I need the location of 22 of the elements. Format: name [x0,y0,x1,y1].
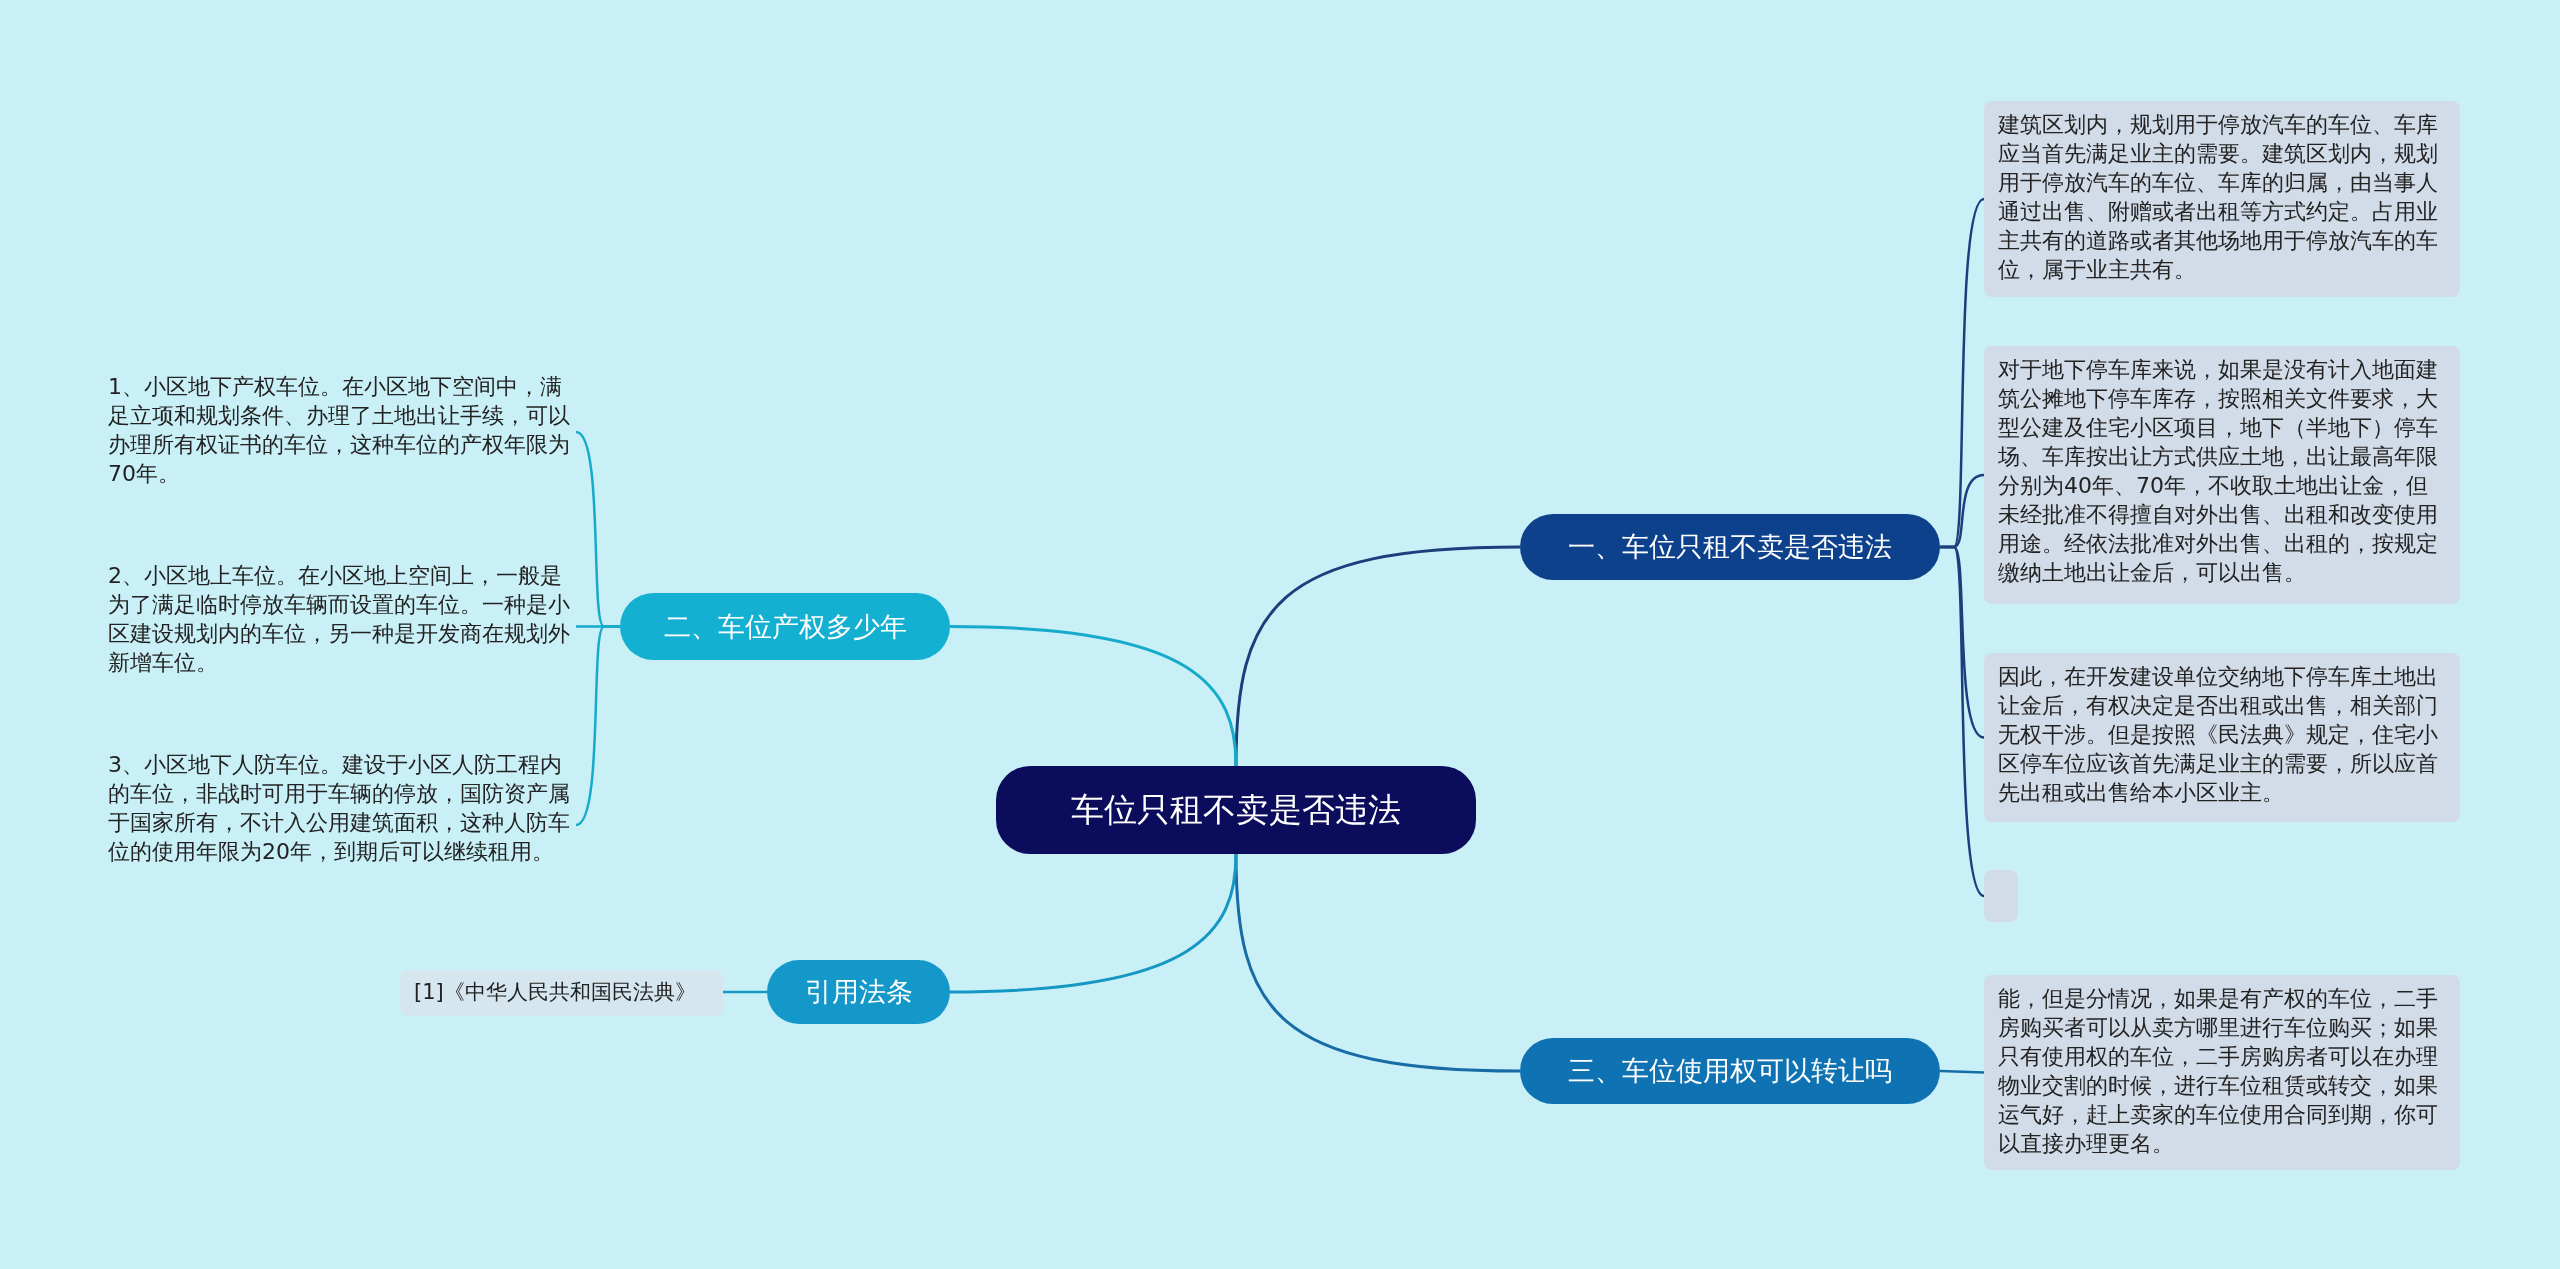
note-box: 能，但是分情况，如果是有产权的车位，二手房购买者可以从卖方哪里进行车位购买；如果只有使用权的车位，二手房购房者可以在办理物业交割的时候，进行车位租赁或转交，如果运气好，赶上卖家的车位使用合同到期，你可以直接办理更名。 [1984,975,2460,1170]
topic-pill: 三、车位使用权可以转让吗 [1520,1038,1940,1104]
root-topic-pill: 车位只租不卖是否违法 [996,766,1476,854]
connector-line [949,853,1238,994]
note-box [1984,870,2018,922]
connector-line [1940,545,1985,897]
connector-line [723,990,767,994]
citation-box: [1]《中华人民共和国民法典》 [400,970,723,1016]
connector-line [575,625,620,827]
topic-pill: 二、车位产权多少年 [620,593,950,660]
connector-line [949,625,1238,767]
note-box: 建筑区划内，规划用于停放汽车的车位、车库应当首先满足业主的需要。建筑区划内，规划用于停放汽车的车位、车库的归属，由当事人通过出售、附赠或者出租等方式约定。占用业主共有的道路或者其他场地用于停放汽车的车位，属于业主共有。 [1984,101,2460,297]
connector-line [1939,1069,1985,1074]
note-text: 1、小区地下产权车位。在小区地下空间中，满足立项和规划条件、办理了土地出让手续，可以办理所有权证书的车位，这种车位的产权年限为70年。 [108,372,576,492]
topic-pill: 引用法条 [767,960,950,1024]
connector-line [1234,853,1521,1073]
connector-line [1234,545,1521,767]
note-box: 对于地下停车库来说，如果是没有计入地面建筑公摊地下停车库存，按照相关文件要求，大型公建及住宅小区项目，地下（半地下）停车场、车库按出让方式供应土地，出让最高年限分别为40年、70年，不收取土地出让金，但未经批准不得擅自对外出售、出租和改变使用用途。经依法批准对外出售、出租的，按规定缴纳土地出让金后，可以出售。 [1984,346,2460,604]
note-text: 3、小区地下人防车位。建设于小区人防工程内的车位，非战时可用于车辆的停放，国防资产属于国家所有，不计入公用建筑面积，这种人防车位的使用年限为20年，到期后可以继续租用。 [108,750,576,900]
note-text: 2、小区地上车位。在小区地上空间上，一般是为了满足临时停放车辆而设置的车位。一种是小区建设规划内的车位，另一种是开发商在规划外新增车位。 [108,561,576,681]
note-box: 因此，在开发建设单位交纳地下停车库土地出让金后，有权决定是否出租或出售，相关部门无权干涉。但是按照《民法典》规定，住宅小区停车位应该首先满足业主的需要，所以应首先出租或出售给本小区业主。 [1984,653,2460,822]
topic-pill: 一、车位只租不卖是否违法 [1520,514,1940,580]
